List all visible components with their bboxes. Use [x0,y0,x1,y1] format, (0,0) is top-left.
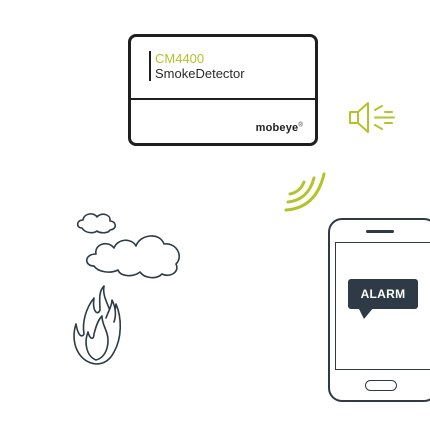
phone-home-button [365,380,397,391]
brand-name: mobeye [255,122,299,134]
device-label: CM4400 SmokeDetector [149,51,245,81]
device-model: CM4400 [155,51,205,66]
device-divider [131,98,315,100]
alarm-text: ALARM [360,287,406,301]
alarm-notification-bubble: ALARM [348,279,418,309]
phone-speaker-slot [366,230,394,233]
alarm-bubble-tail [358,307,374,319]
smoke-cloud-icon [76,213,180,279]
fire-flame-icon [73,285,122,365]
smoke-detector-device: CM4400 SmokeDetector mobeye® [128,34,318,146]
speaker-icon [349,102,395,133]
wireless-signal-icon [284,172,326,212]
device-product-name: SmokeDetector [155,66,245,81]
brand-registered-mark: ® [298,122,303,129]
phone-screen: ALARM [335,242,430,370]
brand-logo: mobeye® [256,122,303,134]
smartphone-icon: ALARM [328,218,430,402]
